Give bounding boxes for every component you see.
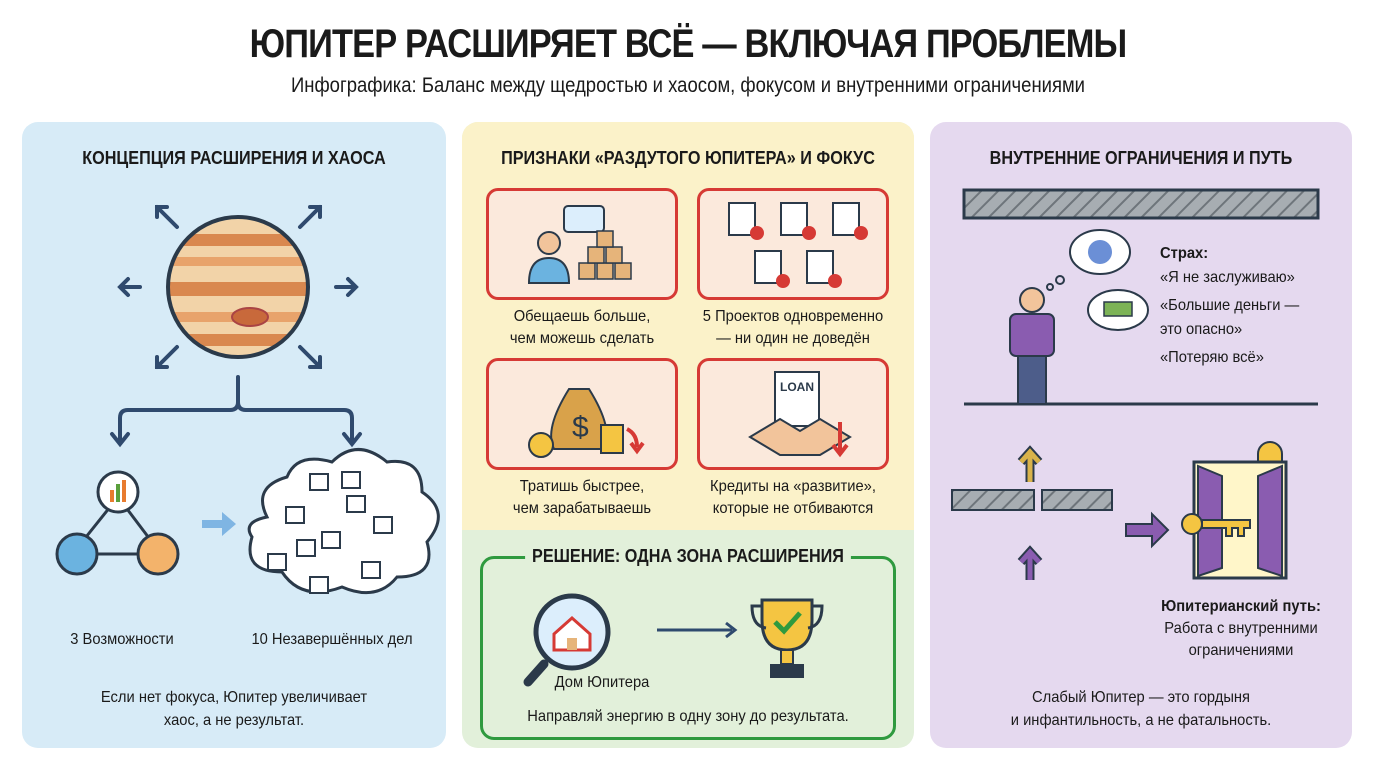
magnifier-house-icon	[523, 593, 824, 687]
fear-item: это опасно»	[1160, 321, 1243, 338]
card-caption: Обещаешь больше,	[513, 308, 651, 325]
card-overspending: $	[486, 358, 678, 470]
card-caption: — ни один не доведён	[716, 330, 870, 347]
path-line: Работа с внутренними	[1164, 620, 1318, 637]
card-caption: Тратишь быстрее,	[519, 478, 645, 495]
panel-header: ВНУТРЕННИЕ ОГРАНИЧЕНИЯ И ПУТЬ	[989, 148, 1293, 168]
fear-title: Страх:	[1160, 245, 1209, 262]
label-unfinished: 10 Незавершённых дел	[251, 631, 413, 648]
door-key-icon	[1181, 441, 1288, 580]
trophy-icon	[750, 598, 824, 678]
card-caption: которые не отбиваются	[712, 500, 874, 517]
solution-footer: Направляй энергию в одну зону до результ…	[527, 708, 849, 725]
fear-item: «Я не заслуживаю»	[1160, 269, 1295, 286]
page-subtitle: Инфографика: Баланс между щедростью и ха…	[290, 74, 1086, 97]
loan-handshake-icon: LOAN	[748, 371, 852, 458]
svg-text:$: $	[572, 411, 589, 444]
page-title: ЮПИТЕР РАСШИРЯЕТ ВСЁ — ВКЛЮЧАЯ ПРОБЛЕМЫ	[249, 22, 1128, 66]
panel-expansion-chaos: КОНЦЕПЦИЯ РАСШИРЕНИЯ И ХАОСА	[22, 122, 446, 748]
card-caption: Кредиты на «развитие»,	[710, 478, 876, 495]
card-caption: 5 Проектов одновременно	[702, 308, 884, 325]
fear-item: «Потеряю всё»	[1160, 349, 1264, 366]
path-line: ограничениями	[1188, 642, 1294, 659]
ceiling-person-illustration	[951, 188, 1320, 580]
card-loans: LOAN	[697, 358, 889, 470]
fear-item: «Большие деньги —	[1160, 297, 1300, 314]
path-title: Юпитерианский путь:	[1161, 598, 1321, 615]
card-many-projects	[697, 188, 889, 300]
house-label: Дом Юпитера	[554, 674, 650, 691]
panel-inner-limits: ВНУТРЕННИЕ ОГРАНИЧЕНИЯ И ПУТЬ Страх: «Я …	[930, 122, 1352, 748]
card-overpromise	[486, 188, 678, 300]
panel-header: ПРИЗНАКИ «РАЗДУТОГО ЮПИТЕРА» И ФОКУС	[501, 148, 875, 168]
money-bag-icon: $	[528, 388, 645, 458]
label-opportunities: 3 Возможности	[70, 631, 174, 648]
footer-line-2: хаос, а не результат.	[163, 712, 305, 729]
footer-line-2: и инфантильность, а не фатальность.	[1010, 712, 1272, 729]
documents-rejected-icon	[728, 202, 868, 288]
card-caption: чем можешь сделать	[509, 330, 655, 347]
card-caption: чем зарабатываешь	[512, 500, 652, 517]
footer-line-1: Если нет фокуса, Юпитер увеличивает	[100, 689, 368, 706]
panel-header: КОНЦЕПЦИЯ РАСШИРЕНИЯ И ХАОСА	[82, 148, 386, 168]
loan-label: LOAN	[780, 380, 814, 394]
jupiter-icon	[55, 205, 440, 595]
person-boxes-icon	[527, 205, 632, 284]
solution-header: РЕШЕНИЕ: ОДНА ЗОНА РАСШИРЕНИЯ	[524, 546, 852, 566]
panel-bloated-jupiter: ПРИЗНАКИ «РАЗДУТОГО ЮПИТЕРА» И ФОКУС Обе…	[462, 122, 914, 748]
footer-line-1: Слабый Юпитер — это гордыня	[1031, 689, 1251, 706]
